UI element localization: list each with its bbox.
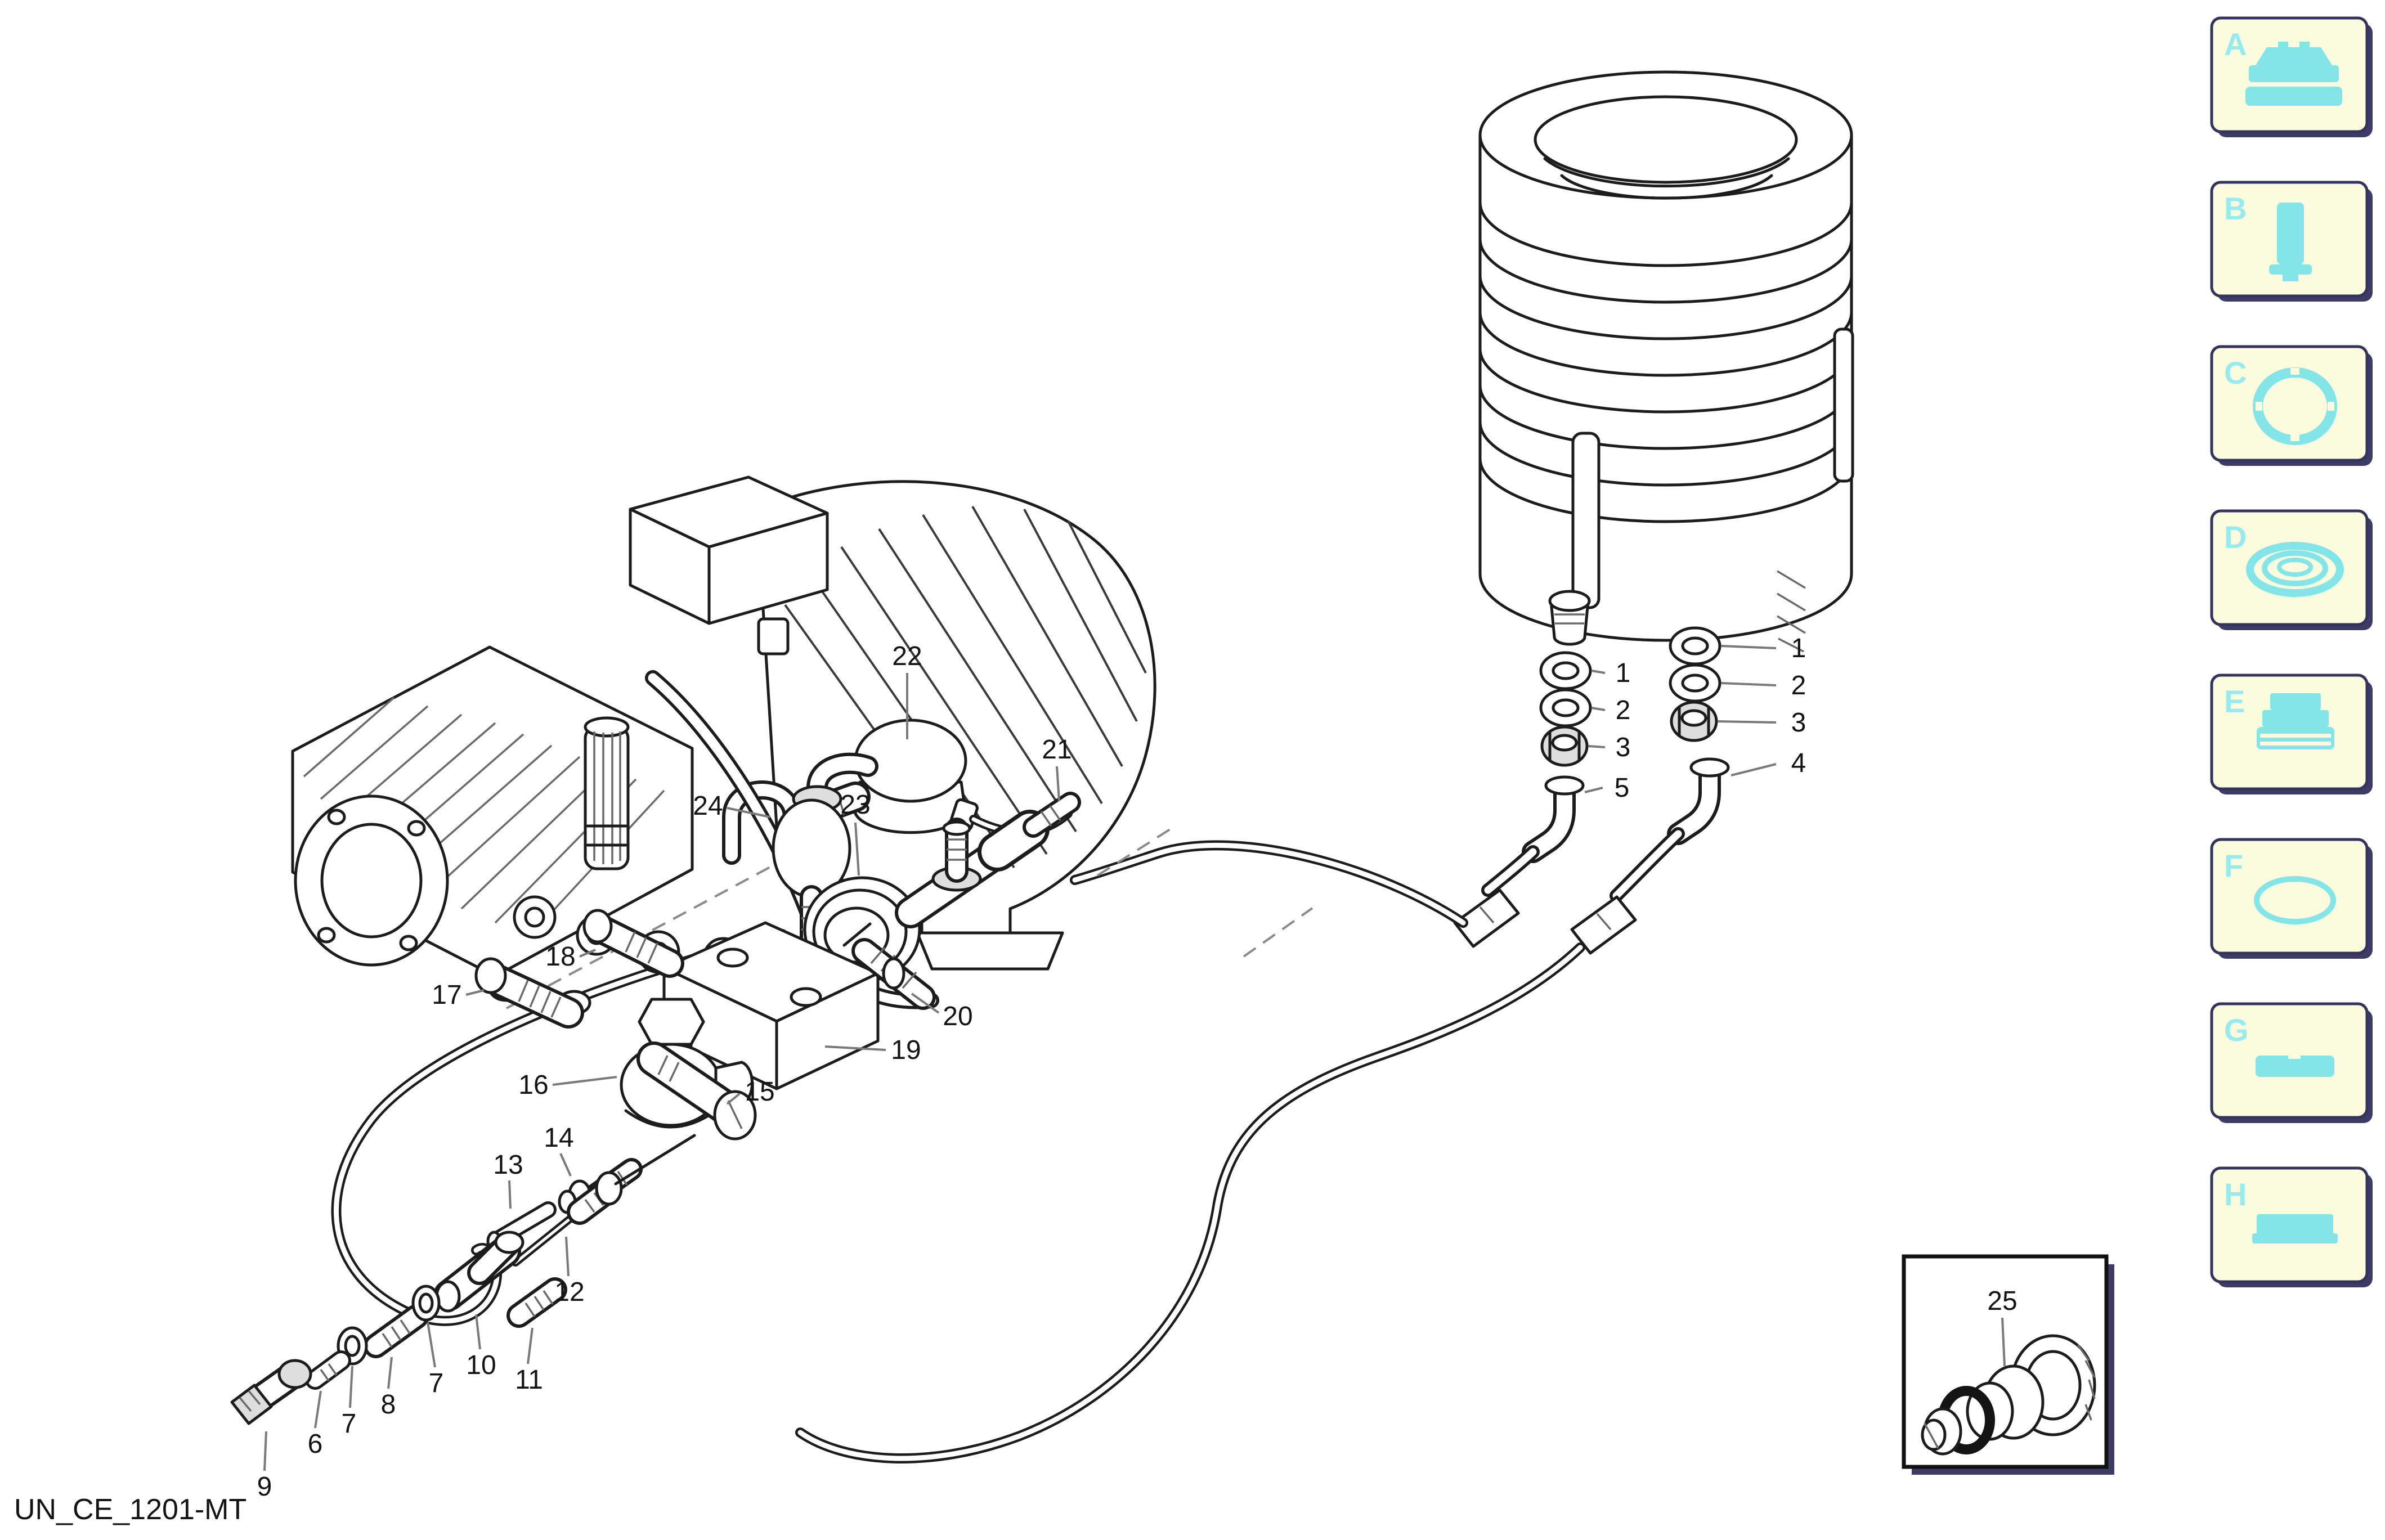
pump-cap-icon (2245, 42, 2342, 106)
hose-clip-front (1571, 432, 1601, 609)
pump-plunger (584, 716, 630, 870)
coil-band-hatch (1777, 570, 1806, 653)
callout-24[interactable]: 24 (693, 791, 723, 821)
terminal-box (629, 475, 829, 655)
stepped-plug-icon (2257, 693, 2334, 749)
sidebar-item-a[interactable]: A (2210, 16, 2373, 137)
callout-11[interactable]: 11 (515, 1365, 543, 1395)
part-21-lance (895, 792, 1081, 928)
callout-23[interactable]: 23 (840, 790, 870, 820)
block-pad-icon (2252, 1214, 2338, 1243)
o-ring-icon (2254, 876, 2336, 924)
sidebar-item-label: A (2224, 26, 2247, 62)
sidebar-item-h[interactable]: H (2210, 1166, 2373, 1287)
callout-2-left[interactable]: 2 (1616, 695, 1631, 725)
callout-15[interactable]: 15 (745, 1077, 774, 1107)
part-8-nipple (364, 1304, 429, 1358)
callout-7-left[interactable]: 7 (342, 1409, 357, 1439)
hose-clip-right (1833, 327, 1854, 483)
fitting-column-left (1453, 651, 1592, 948)
part-6-nipple (305, 1350, 351, 1390)
sidebar-item-f[interactable]: F (2210, 838, 2373, 959)
sidebar-item-e[interactable]: E (2210, 674, 2373, 794)
sidebar-item-label: E (2224, 684, 2245, 719)
coiled-hose-drawing (1478, 70, 1854, 653)
part-15-plug (636, 1041, 757, 1141)
part-5-elbow (1453, 775, 1585, 948)
sidebar-item-label: D (2224, 519, 2247, 555)
part-11-nipple (506, 1277, 567, 1328)
high-pressure-hose-a (1070, 840, 1468, 928)
sidebar-item-label: G (2224, 1012, 2249, 1048)
sidebar-item-label: F (2224, 848, 2243, 883)
callout-22[interactable]: 22 (892, 641, 922, 671)
part-4-elbow (1570, 757, 1730, 955)
motor-pump-assembly (291, 475, 1156, 1016)
callout-20[interactable]: 20 (943, 1002, 972, 1031)
callout-25-leader (2001, 1317, 2006, 1367)
sidebar-item-c[interactable]: C (2210, 345, 2373, 466)
callout-14[interactable]: 14 (544, 1123, 573, 1153)
callout-8[interactable]: 8 (381, 1390, 396, 1420)
callout-9[interactable]: 9 (257, 1472, 272, 1502)
callout-16[interactable]: 16 (518, 1070, 548, 1100)
part-10-tee (433, 1231, 524, 1313)
hose-coupler-drawing (1921, 1334, 2096, 1456)
callout-3-left[interactable]: 3 (1616, 733, 1631, 762)
sidebar-item-label: H (2224, 1177, 2247, 1212)
callout-4[interactable]: 4 (1791, 748, 1806, 778)
callout-1-left[interactable]: 1 (1616, 658, 1631, 688)
part-7-washer-right (411, 1285, 441, 1322)
sidebar-item-g[interactable]: G (2210, 1002, 2373, 1123)
sidebar-thumbnails: A B C (2210, 16, 2373, 1287)
sidebar-item-d[interactable]: D (2210, 509, 2373, 630)
sidebar-item-label: B (2224, 191, 2247, 226)
callout-1-right[interactable]: 1 (1791, 634, 1806, 663)
part-12-suction-tube (512, 1134, 696, 1267)
callout-19[interactable]: 19 (891, 1035, 921, 1065)
callout-3-right[interactable]: 3 (1791, 708, 1806, 738)
callout-7-right[interactable]: 7 (429, 1368, 444, 1398)
callout-10[interactable]: 10 (466, 1350, 496, 1380)
assembly-axis-dash-2 (1096, 827, 1173, 877)
assembly-axis-dash-3 (1243, 907, 1313, 958)
callout-21[interactable]: 21 (1042, 735, 1072, 765)
flange-ring-icon (2253, 367, 2337, 445)
callouts: 1 2 3 4 1 2 3 5 22 21 24 23 18 17 16 19 … (257, 634, 1806, 1502)
pump-head-hatch (303, 697, 665, 938)
callout-5[interactable]: 5 (1615, 773, 1630, 803)
callout-12[interactable]: 12 (554, 1277, 584, 1307)
callout-6[interactable]: 6 (308, 1429, 323, 1459)
callout-25[interactable]: 25 (1987, 1286, 2017, 1316)
coil-outlet-fitting (1548, 590, 1591, 646)
callout-18[interactable]: 18 (545, 942, 575, 972)
callout-2-right[interactable]: 2 (1791, 671, 1806, 701)
callout-17[interactable]: 17 (432, 980, 461, 1010)
inset-part-25[interactable]: 25 (1902, 1254, 2114, 1475)
cylinder-plug-icon (2269, 203, 2312, 281)
part-18-nipple (582, 909, 684, 978)
drawing-code: UN_CE_1201-MT (14, 1493, 246, 1526)
grooved-seal-icon (2246, 542, 2344, 597)
part-9-hose-barb (230, 1359, 312, 1425)
sidebar-item-b[interactable]: B (2210, 181, 2373, 302)
part-20-double-nipple (851, 938, 936, 1010)
high-pressure-hose-b (795, 942, 1585, 1463)
part-17-nipple (474, 957, 584, 1029)
sidebar-item-label: C (2224, 355, 2247, 390)
callout-13[interactable]: 13 (493, 1150, 523, 1180)
flat-key-icon (2256, 1053, 2334, 1077)
